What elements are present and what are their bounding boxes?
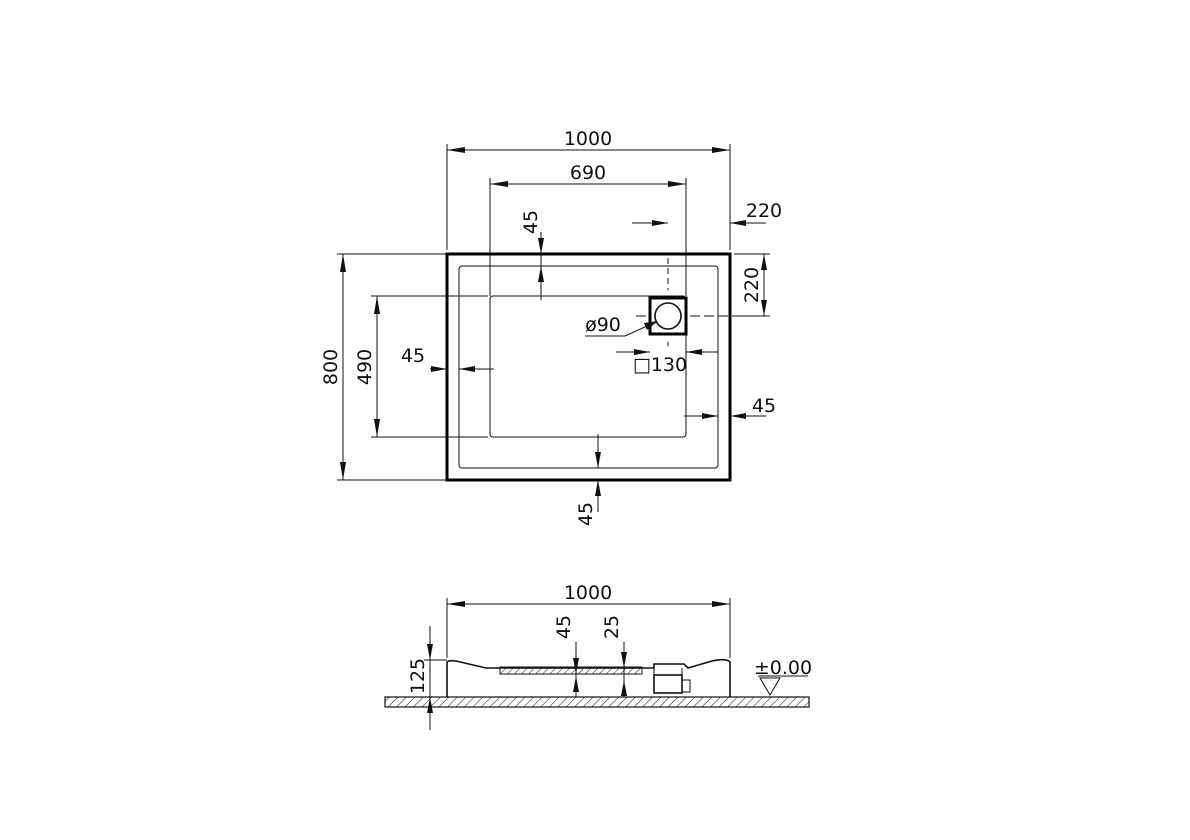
tray-floor xyxy=(489,295,687,438)
tray-outer-edge xyxy=(445,252,732,482)
dimension-220-vertical: 220 xyxy=(734,253,770,317)
drain-square xyxy=(648,296,688,336)
drain-outlet xyxy=(681,679,691,693)
dim-text-45-top: 45 xyxy=(520,210,542,234)
section-dim-text-25: 25 xyxy=(601,615,623,639)
floor-slab xyxy=(384,696,810,708)
section-dimension-45: 45 xyxy=(553,615,579,697)
plan-view: 1000 690 45 220 xyxy=(320,128,782,526)
drain-circle xyxy=(654,302,682,330)
dim-text-o90: ø90 xyxy=(585,314,621,336)
level-text: ±0.00 xyxy=(754,657,812,679)
drain-body xyxy=(653,674,683,694)
dimension-45-left: 45 xyxy=(401,345,494,372)
dimension-490: 490 xyxy=(354,295,488,438)
dim-text-220-vertical: 220 xyxy=(741,267,763,303)
drain-grate xyxy=(499,666,643,675)
section-dimension-25: 25 xyxy=(601,615,627,697)
dim-text-800: 800 xyxy=(320,349,342,385)
section-dimension-125: 125 xyxy=(407,626,447,730)
dim-text-square130: □130 xyxy=(633,354,687,376)
dim-text-45-bottom: 45 xyxy=(575,502,597,526)
dim-text-690: 690 xyxy=(570,162,606,184)
section-view: 1000 45 25 125 ±0.00 xyxy=(384,582,812,730)
tray-rim xyxy=(458,265,719,469)
dim-text-490: 490 xyxy=(354,349,376,385)
dimension-1000: 1000 xyxy=(446,128,731,250)
section-dim-text-45: 45 xyxy=(553,615,575,639)
dimension-45-bottom: 45 xyxy=(575,434,601,526)
dimension-45-top: 45 xyxy=(520,210,544,300)
dimension-800: 800 xyxy=(320,253,447,481)
dim-text-1000: 1000 xyxy=(564,128,612,150)
dimension-220-horizontal: 220 xyxy=(632,200,782,226)
dim-text-220-horizontal: 220 xyxy=(746,200,782,222)
section-dim-text-125: 125 xyxy=(407,658,429,694)
level-marker: ±0.00 xyxy=(754,657,812,696)
drain-square-dimension: □130 xyxy=(616,349,718,376)
section-dimension-1000: 1000 xyxy=(446,582,731,658)
dimension-690: 690 xyxy=(489,162,687,296)
section-dim-text-1000: 1000 xyxy=(564,582,612,604)
dim-text-45-right: 45 xyxy=(752,395,776,417)
drain-diameter-label: ø90 xyxy=(585,314,658,337)
dim-text-45-left: 45 xyxy=(401,345,425,367)
dimension-45-right: 45 xyxy=(684,395,776,419)
tray-profile xyxy=(446,658,731,697)
